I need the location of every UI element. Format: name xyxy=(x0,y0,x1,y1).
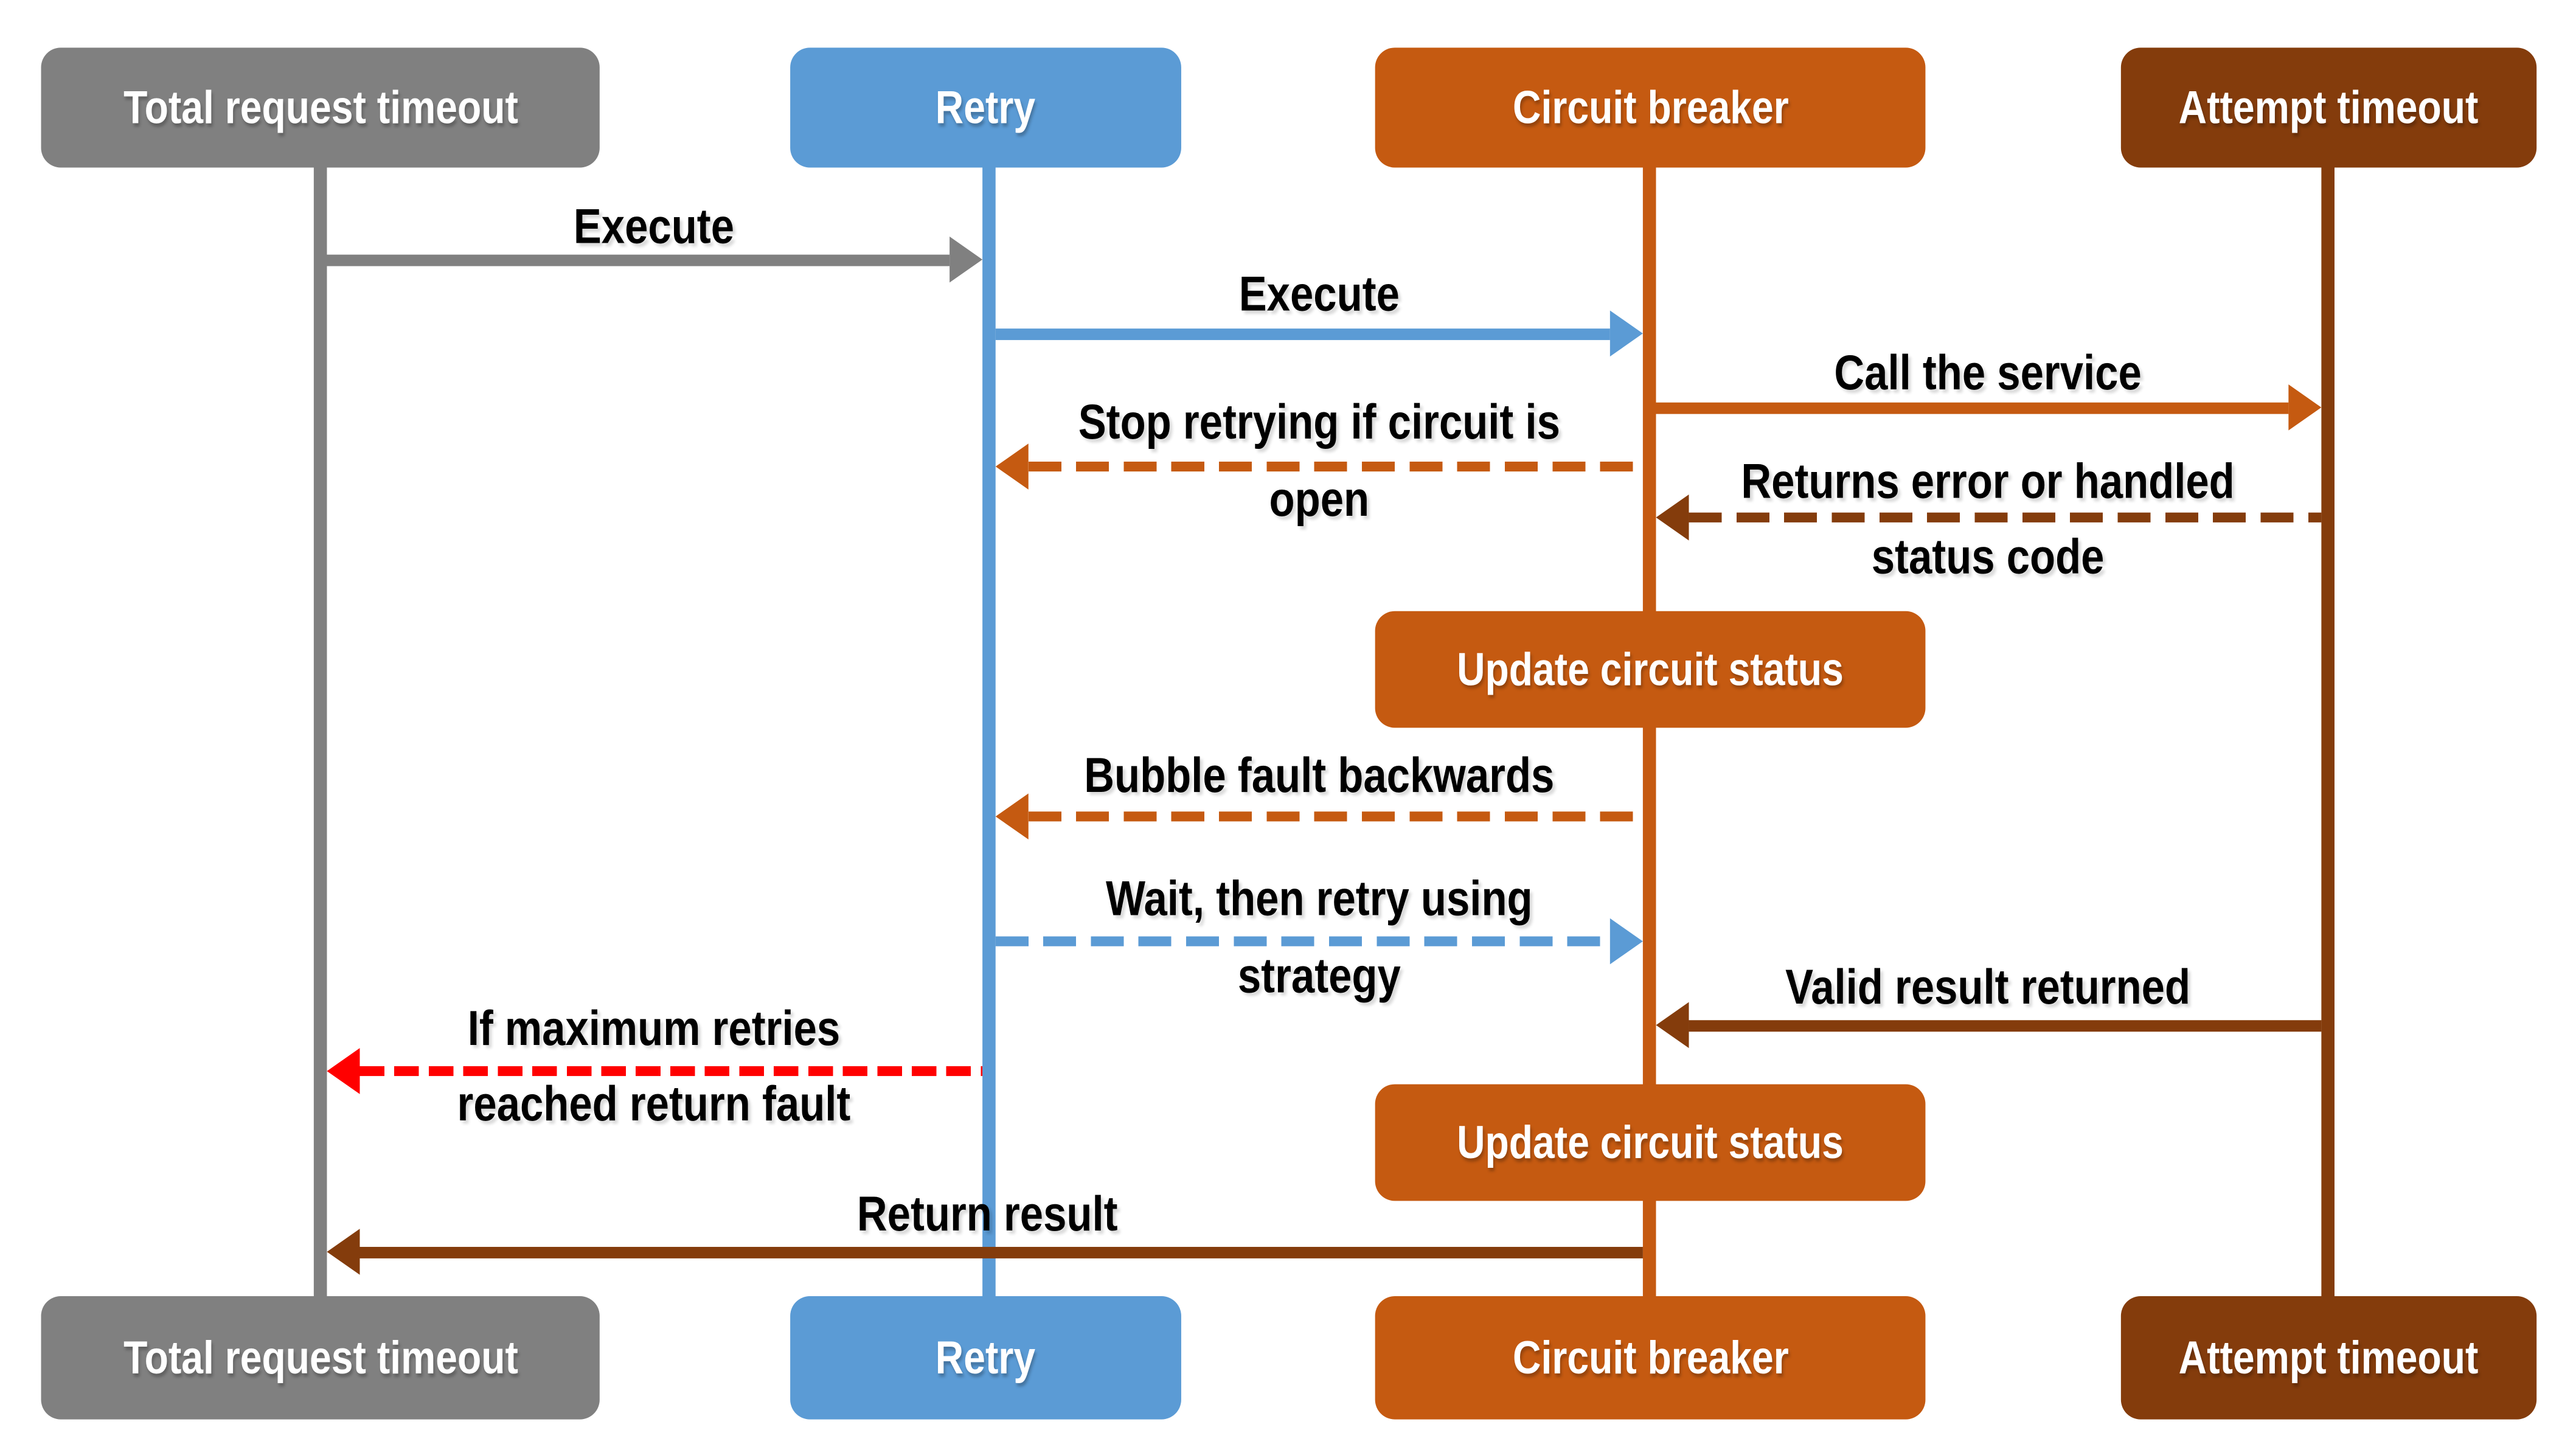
participant-bottom-retry: Retry xyxy=(790,1296,1181,1420)
arrowhead-left-icon xyxy=(1656,494,1689,541)
arrowhead-left-icon xyxy=(995,793,1029,840)
note-label: Update circuit status xyxy=(1457,643,1844,695)
message-label-max-retries-line1: If maximum retries xyxy=(467,1002,841,1057)
participant-label: Circuit breaker xyxy=(1512,81,1788,133)
lifeline-attempt-timeout xyxy=(2321,164,2335,1300)
message-label-stop-retrying-line2: open xyxy=(1269,473,1370,527)
arrowhead-left-icon xyxy=(327,1229,360,1275)
arrow-return-result-shaft xyxy=(359,1246,1643,1258)
participant-top-circuit-breaker: Circuit breaker xyxy=(1375,47,1926,168)
message-label-call-the-service: Call the service xyxy=(1834,346,2142,401)
lifeline-retry xyxy=(982,164,996,1300)
participant-bottom-total-request-timeout: Total request timeout xyxy=(41,1296,600,1420)
lifeline-total-request-timeout xyxy=(313,164,327,1300)
participant-label: Circuit breaker xyxy=(1512,1331,1788,1383)
arrowhead-left-icon xyxy=(995,443,1029,490)
participant-label: Attempt timeout xyxy=(2179,1331,2479,1383)
message-label-execute-2: Execute xyxy=(1238,268,1400,322)
participant-label: Attempt timeout xyxy=(2179,81,2479,133)
message-label-return-result: Return result xyxy=(856,1187,1118,1242)
arrow-max-retries-shaft xyxy=(359,1066,983,1077)
note-label: Update circuit status xyxy=(1457,1116,1844,1167)
message-label-wait-retry-line2: strategy xyxy=(1237,949,1401,1004)
participant-bottom-circuit-breaker: Circuit breaker xyxy=(1375,1296,1926,1420)
arrow-execute-1-shaft xyxy=(320,254,950,266)
participant-top-total-request-timeout: Total request timeout xyxy=(41,47,600,168)
message-label-valid-result: Valid result returned xyxy=(1785,961,2191,1016)
note-update-circuit-status-1: Update circuit status xyxy=(1375,611,1926,728)
arrow-execute-2-shaft xyxy=(995,328,1610,341)
arrow-valid-result-shaft xyxy=(1689,1020,2322,1032)
arrow-returns-error-shaft xyxy=(1689,512,2322,522)
participant-top-retry: Retry xyxy=(790,47,1181,168)
arrowhead-right-icon xyxy=(1609,310,1643,357)
participant-bottom-attempt-timeout: Attempt timeout xyxy=(2120,1296,2537,1420)
lifeline-circuit-breaker xyxy=(1642,164,1656,1300)
participant-top-attempt-timeout: Attempt timeout xyxy=(2120,47,2537,168)
message-label-max-retries-line2: reached return fault xyxy=(457,1077,851,1132)
arrow-wait-retry-shaft xyxy=(995,936,1610,946)
arrowhead-right-icon xyxy=(950,236,983,283)
message-label-bubble-fault: Bubble fault backwards xyxy=(1084,749,1555,803)
message-label-returns-error-line2: status code xyxy=(1871,530,2105,585)
arrow-bubble-fault-shaft xyxy=(1028,811,1643,822)
participant-label: Total request timeout xyxy=(123,1331,518,1383)
arrow-stop-retrying-shaft xyxy=(1028,461,1643,472)
participant-label: Total request timeout xyxy=(123,81,518,133)
message-label-returns-error-line1: Returns error or handled xyxy=(1741,455,2235,510)
arrowhead-left-icon xyxy=(327,1048,360,1094)
message-label-stop-retrying-line1: Stop retrying if circuit is xyxy=(1078,395,1560,451)
arrowhead-right-icon xyxy=(2288,384,2322,431)
arrow-call-the-service-shaft xyxy=(1656,402,2289,414)
arrowhead-left-icon xyxy=(1656,1002,1689,1049)
message-label-execute-1: Execute xyxy=(573,200,735,255)
participant-label: Retry xyxy=(936,1331,1036,1383)
participant-label: Retry xyxy=(936,81,1036,133)
note-update-circuit-status-2: Update circuit status xyxy=(1375,1084,1926,1201)
message-label-wait-retry-line1: Wait, then retry using xyxy=(1106,872,1533,927)
arrowhead-right-icon xyxy=(1609,918,1643,965)
